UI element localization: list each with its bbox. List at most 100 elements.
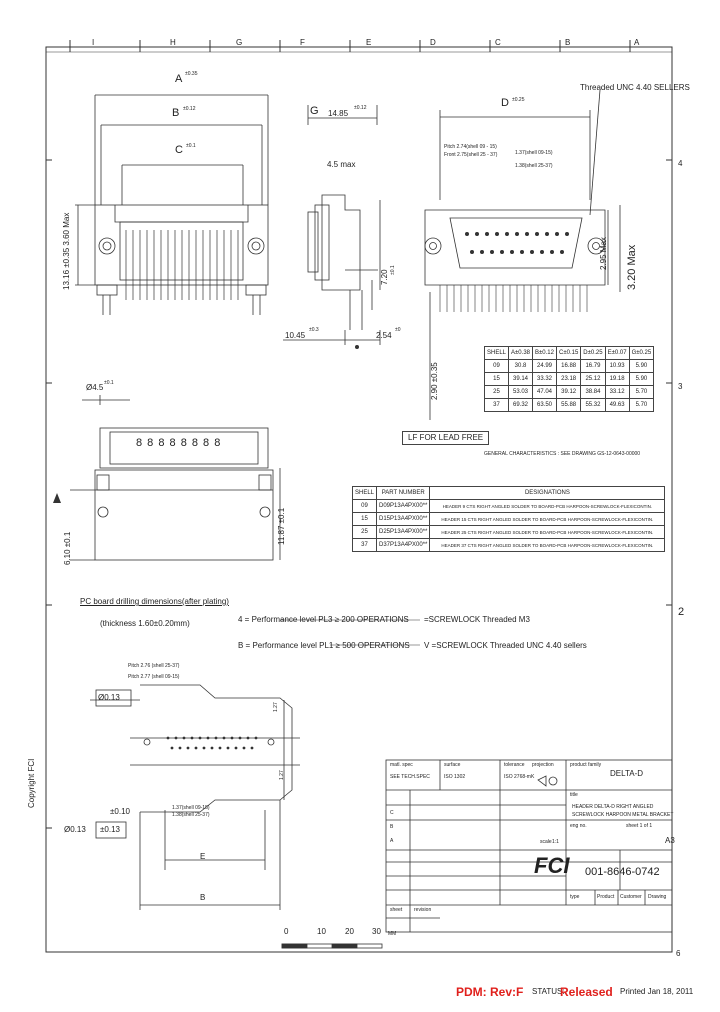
table-cell: HEADER 37 CTS RIGHT ANGLED SOLDER TO BOA… <box>429 538 666 552</box>
zone-letter: I <box>92 38 95 47</box>
eng-no-label: eng no. <box>570 823 587 829</box>
dim-b-tolerance: ±0.12 <box>183 106 196 112</box>
revision-letter: C <box>390 810 394 816</box>
table-cell: 5.90 <box>628 372 655 386</box>
table-cell: 25 <box>351 525 378 539</box>
zone-letter: D <box>430 38 436 47</box>
front-height-dim: 13.16 ±0.35 3.60 Max <box>62 212 71 290</box>
pin-offset-dim: 2.54 <box>376 331 392 340</box>
table-cell: 24.99 <box>532 359 557 373</box>
scale-bar <box>281 943 383 949</box>
row-note: 1.38(shell 25-37) <box>515 163 553 169</box>
dim-g-tolerance: ±0.12 <box>354 105 367 111</box>
table-cell: 63.50 <box>532 398 557 412</box>
pcb-thickness: (thickness 1.60±0.20mm) <box>100 619 190 628</box>
pcb-row-note: 1.38(shell 25-37) <box>172 812 210 818</box>
table-header: PART NUMBER <box>376 486 431 500</box>
zone-letter: C <box>495 38 501 47</box>
side-max-dim: 4.5 max <box>327 160 356 169</box>
position-tolerance-top: Ø0.13 <box>98 693 120 702</box>
table-row: 09 D09P13A4PX00** HEADER 9 CTS RIGHT ANG… <box>351 499 666 513</box>
surface-value: ISO 1302 <box>444 774 466 780</box>
side-height-dim: 7.20 <box>380 269 389 285</box>
table-cell: 69.32 <box>508 398 533 412</box>
side-height-tolerance: ±0.1 <box>390 265 396 275</box>
hole-diameter: Ø4.5 <box>86 383 104 392</box>
table-cell: 23.18 <box>555 372 582 386</box>
table-header: SHELL <box>351 486 378 500</box>
table-cell: 16.79 <box>580 359 606 373</box>
dim-c-tolerance: ±0.1 <box>186 143 196 149</box>
table-cell: 33.12 <box>604 385 630 399</box>
table-row: 09 30.8 24.99 16.88 16.79 10.93 5.90 <box>483 359 655 373</box>
zone-letter: G <box>236 38 243 47</box>
table-cell: HEADER 9 CTS RIGHT ANGLED SOLDER TO BOAR… <box>429 499 666 513</box>
dim-g-value: 14.85 <box>328 109 349 118</box>
status-value: Released <box>560 985 613 999</box>
pcb-pitch-note: Pitch 2.77 (shell 09-15) <box>128 674 180 680</box>
table-cell: 55.88 <box>555 398 582 412</box>
zone-letter: E <box>366 38 372 47</box>
performance-b-screwlock: V =SCREWLOCK Threaded UNC 4.40 sellers <box>424 641 587 650</box>
table-header: G±0.25 <box>628 346 655 360</box>
zone-letter: F <box>300 38 305 47</box>
status-label: STATUS: <box>532 987 565 996</box>
copyright-note: Copyright FCI <box>27 758 36 808</box>
zone-number: 3 <box>678 382 683 391</box>
performance-a: 4 = Performance level PL3 ≥ 200 OPERATIO… <box>238 615 409 624</box>
title-label: title <box>570 792 578 798</box>
pitch-note: Pitch 2.74(shell 09 - 15) <box>444 144 497 150</box>
zone-letter: H <box>170 38 176 47</box>
dim-a-tolerance: ±0.35 <box>185 71 198 77</box>
table-header: C±0.15 <box>555 346 582 360</box>
phi-bottom: Ø0.13 <box>64 825 86 834</box>
scale-mark: 20 <box>345 927 354 936</box>
table-cell: 15 <box>351 512 378 526</box>
projection-label: projection <box>532 762 554 768</box>
zone-number: 6 <box>676 949 681 958</box>
table-cell: 25 <box>483 385 510 399</box>
table-cell: 10.93 <box>604 359 630 373</box>
threaded-note: Threaded UNC 4.40 SELLERS <box>580 83 690 92</box>
section-arrow <box>53 493 61 503</box>
part-number: 001-8646-0742 <box>585 866 660 878</box>
table-cell: 09 <box>351 499 378 513</box>
pcb-side-dim: 1.27 <box>273 702 279 712</box>
matl-spec-value: SEE TECH.SPEC <box>390 774 430 780</box>
sheet-label: sheet <box>390 907 403 913</box>
table-cell: 25.12 <box>580 372 606 386</box>
shell-dimension-table: SHELL A±0.38 B±0.12 C±0.15 D±0.25 E±0.07… <box>483 346 655 412</box>
sheet-count: sheet 1 of 1 <box>626 823 653 829</box>
pin-offset-tolerance: ±0 <box>395 327 401 333</box>
surface-label: surface <box>444 762 461 768</box>
pcb-side-dim: 1.27 <box>279 770 285 780</box>
table-row: 15 D15P13A4PX00** HEADER 15 CTS RIGHT AN… <box>351 512 666 526</box>
dim-d-tolerance: ±0.25 <box>512 97 525 103</box>
table-header: E±0.07 <box>604 346 630 360</box>
pcb-dim-b: B <box>200 893 206 902</box>
title-line-1: HEADER DELTA-D RIGHT ANGLED <box>572 804 654 810</box>
table-cell: 39.12 <box>555 385 582 399</box>
table-cell: 53.03 <box>508 385 533 399</box>
table-cell: HEADER 15 CTS RIGHT ANGLED SOLDER TO BOA… <box>429 512 666 526</box>
scale-label: scale <box>540 839 552 845</box>
customer-label: Customer <box>620 894 642 900</box>
performance-a-screwlock: =SCREWLOCK Threaded M3 <box>424 615 530 624</box>
performance-b: B = Performance level PL1 ≥ 500 OPERATIO… <box>238 641 410 650</box>
table-header: B±0.12 <box>532 346 557 360</box>
fci-logo: FCI <box>534 853 570 878</box>
scale-unit: MM <box>388 931 397 937</box>
tolerance-value: ISO 2768-mK <box>504 774 535 780</box>
table-cell: 38.84 <box>580 385 606 399</box>
scale-mark: 0 <box>284 927 289 936</box>
table-header: D±0.25 <box>580 346 606 360</box>
table-cell: 47.04 <box>532 385 557 399</box>
dim-2-90: 2.90 ±0.35 <box>430 362 439 400</box>
scale-mark: 10 <box>317 927 326 936</box>
table-cell: 5.70 <box>628 398 655 412</box>
table-cell: 55.32 <box>580 398 606 412</box>
table-cell: D37P13A4PX00** <box>376 538 431 552</box>
table-cell: 09 <box>483 359 510 373</box>
designation-table: SHELL PART NUMBER DESIGNATIONS 09 D09P13… <box>351 486 666 552</box>
